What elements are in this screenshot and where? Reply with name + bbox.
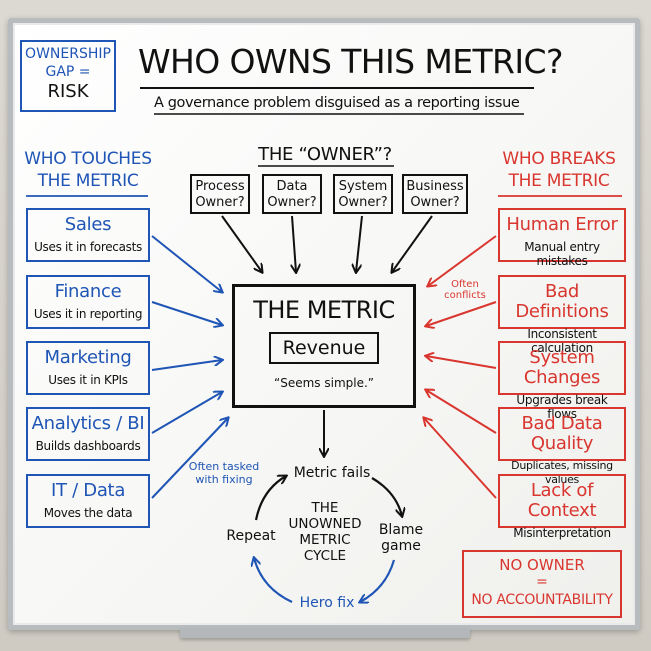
toucher-desc: Builds dashboards xyxy=(35,439,141,453)
toucher-desc: Uses it in KPIs xyxy=(48,373,128,387)
owner-box-line2: Owner? xyxy=(267,195,317,210)
left-heading: WHO TOUCHES THE METRIC xyxy=(20,148,156,192)
breaker-name: Bad Definitions xyxy=(515,281,609,322)
toucher-box-analytics: Analytics / BI Builds dashboards xyxy=(26,407,150,461)
conclusion-box: NO OWNER = NO ACCOUNTABILITY xyxy=(462,550,622,618)
conclusion-line3: NO ACCOUNTABILITY xyxy=(471,592,613,608)
often-tasked-note: Often tasked with fixing xyxy=(184,460,264,486)
breaker-box-lack-of-context: Lack of Context Misinterpretation xyxy=(498,474,626,540)
often-conflicts-note: Often conflicts xyxy=(438,279,492,301)
cycle-blame-line2: game xyxy=(381,538,421,554)
toucher-box-sales: Sales Uses it in forecasts xyxy=(26,208,150,262)
toucher-name: Sales xyxy=(64,214,112,235)
left-heading-line2: THE METRIC xyxy=(37,171,139,191)
owner-box-line1: Process xyxy=(195,179,245,194)
owner-box-line1: Data xyxy=(276,179,308,194)
breaker-name: Bad Data Quality xyxy=(521,413,603,454)
metric-name-box: Revenue xyxy=(268,332,380,364)
cycle-repeat: Repeat xyxy=(226,528,276,544)
toucher-box-it-data: IT / Data Moves the data xyxy=(26,474,150,528)
ownership-gap-line1: OWNERSHIP xyxy=(25,46,111,62)
page-subtitle: A governance problem disguised as a repo… xyxy=(154,95,520,111)
toucher-desc: Uses it in reporting xyxy=(33,307,143,321)
conclusion-line2: = xyxy=(536,574,548,590)
breaker-desc: Upgrades break flows xyxy=(516,393,608,421)
breaker-name: System Changes xyxy=(523,347,601,388)
cycle-center-line: METRIC xyxy=(299,532,351,548)
cycle-hero-fix: Hero fix xyxy=(299,595,355,611)
breaker-box-human-error: Human Error Manual entry mistakes xyxy=(498,208,626,268)
owner-box-system: System Owner? xyxy=(333,174,393,214)
marker-tray xyxy=(180,628,470,638)
metric-box: THE METRIC Revenue “Seems simple.” xyxy=(232,284,416,408)
owner-box-line2: Owner? xyxy=(410,195,460,210)
metric-quote: “Seems simple.” xyxy=(274,376,374,390)
cycle-center-line: CYCLE xyxy=(303,548,347,564)
metric-name: Revenue xyxy=(282,337,366,359)
owner-box-line1: Business xyxy=(406,179,464,194)
owner-box-business: Business Owner? xyxy=(402,174,468,214)
often-conflicts-line1: Often xyxy=(451,279,479,290)
owner-heading: THE “OWNER”? xyxy=(258,144,392,165)
breaker-desc: Manual entry mistakes xyxy=(524,240,600,268)
breaker-desc: Duplicates, missing values xyxy=(511,459,613,486)
owner-box-data: Data Owner? xyxy=(262,174,322,214)
owner-box-line2: Owner? xyxy=(195,195,245,210)
often-tasked-line1: Often tasked xyxy=(188,460,260,473)
cycle-center-line: UNOWNED xyxy=(288,516,362,532)
toucher-name: IT / Data xyxy=(50,480,126,501)
breaker-box-system-changes: System Changes Upgrades break flows xyxy=(498,341,626,421)
breaker-desc: Inconsistent calculation xyxy=(527,327,597,355)
right-heading: WHO BREAKS THE METRIC xyxy=(490,148,628,192)
left-heading-line1: WHO TOUCHES xyxy=(24,149,152,169)
toucher-desc: Moves the data xyxy=(43,506,133,520)
breaker-name: Lack of Context xyxy=(527,480,597,521)
right-heading-line2: THE METRIC xyxy=(508,171,610,191)
ownership-gap-line2: GAP = xyxy=(45,64,91,80)
breaker-box-bad-definitions: Bad Definitions Inconsistent calculation xyxy=(498,275,626,355)
often-tasked-line2: with fixing xyxy=(195,473,253,486)
right-heading-line1: WHO BREAKS xyxy=(502,149,616,169)
cycle-blame-line1: Blame xyxy=(378,522,424,538)
owner-box-line1: System xyxy=(338,179,388,194)
breaker-box-bad-data-quality: Bad Data Quality Duplicates, missing val… xyxy=(498,407,626,486)
ownership-gap-line3: RISK xyxy=(47,81,89,102)
conclusion-line1: NO OWNER xyxy=(499,556,585,574)
page-title: WHO OWNS THIS METRIC? xyxy=(138,42,563,81)
cycle-blame-game: Blame game xyxy=(372,522,430,554)
cycle-metric-fails: Metric fails xyxy=(293,465,371,481)
ownership-gap-note: OWNERSHIP GAP = RISK xyxy=(20,40,116,112)
owner-box-process: Process Owner? xyxy=(190,174,250,214)
toucher-name: Marketing xyxy=(44,347,132,368)
toucher-name: Analytics / BI xyxy=(31,413,145,434)
cycle-center-line: THE xyxy=(311,500,339,516)
breaker-desc: Misinterpretation xyxy=(513,526,611,540)
toucher-box-marketing: Marketing Uses it in KPIs xyxy=(26,341,150,395)
often-conflicts-line2: conflicts xyxy=(444,290,486,301)
whiteboard xyxy=(8,18,640,630)
toucher-name: Finance xyxy=(54,281,122,302)
toucher-box-finance: Finance Uses it in reporting xyxy=(26,275,150,329)
owner-box-line2: Owner? xyxy=(338,195,388,210)
cycle-center-label: THE UNOWNED METRIC CYCLE xyxy=(280,500,370,564)
breaker-name: Human Error xyxy=(506,214,618,235)
metric-title: THE METRIC xyxy=(253,296,395,324)
toucher-desc: Uses it in forecasts xyxy=(34,240,142,254)
